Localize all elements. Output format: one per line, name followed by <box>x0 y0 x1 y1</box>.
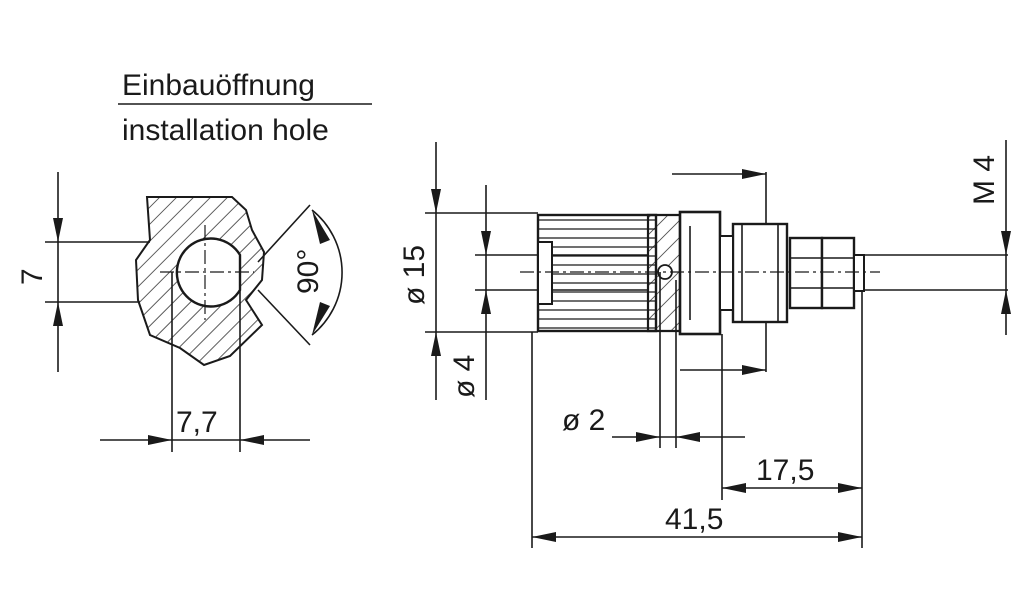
dim-7-label: 7 <box>16 268 49 285</box>
dim-41-5-arrow-right <box>838 532 862 542</box>
bushing <box>731 222 789 324</box>
dim-d15-arrow-top <box>431 189 441 213</box>
stud-end <box>853 254 865 292</box>
title-english: installation hole <box>122 114 329 147</box>
dim-7-7-arrow-right <box>240 435 264 445</box>
nut-1 <box>788 236 824 310</box>
dim-7-arrow-top <box>53 218 63 242</box>
nut-2 <box>820 236 856 310</box>
angle-leg-lower <box>257 289 311 346</box>
ref-arrow-bottom <box>742 365 766 375</box>
dim-17-5-label: 17,5 <box>756 454 814 487</box>
dim-41-5-label: 41,5 <box>665 503 723 536</box>
dim-d4-arrow-top <box>481 231 491 255</box>
dim-7-7-label: 7,7 <box>176 406 218 439</box>
angle-arrow-lower <box>312 302 330 335</box>
dim-d2-arrow-left <box>636 432 660 442</box>
angle-arrow-upper <box>312 210 330 244</box>
dim-17-5-arrow-right <box>838 483 862 493</box>
dim-41-5-arrow-left <box>532 532 556 542</box>
knurled-body <box>536 213 658 333</box>
dim-m4-label: M 4 <box>968 155 1001 205</box>
terminal-side-view: ø 15 ø 4 ø 2 M 4 17,5 <box>398 140 1011 548</box>
angle-arc <box>311 209 343 336</box>
angle-label: 90° <box>292 249 325 294</box>
dim-m4-arrow-top <box>1001 231 1011 255</box>
dim-17-5-arrow-left <box>722 483 746 493</box>
dim-d2-label: ø 2 <box>562 404 605 437</box>
title-block: Einbauöffnung installation hole <box>118 69 372 147</box>
dim-m4-arrow-bottom <box>1001 290 1011 314</box>
body-front-cap <box>537 241 553 305</box>
hole-d-shape <box>175 237 242 308</box>
dim-d4-label: ø 4 <box>448 355 481 398</box>
ref-arrow-top <box>742 169 766 179</box>
installation-hole-view: 7 7,7 90° <box>16 172 343 452</box>
dim-7-7-arrow-left <box>148 435 172 445</box>
title-german: Einbauöffnung <box>122 69 315 102</box>
dim-d4-arrow-bottom <box>481 290 491 314</box>
angle-leg-upper <box>257 204 311 263</box>
dim-d2-arrow-right <box>676 432 700 442</box>
dim-7-arrow-bottom <box>53 302 63 326</box>
bushing-neck <box>719 235 734 311</box>
dim-d15-label: ø 15 <box>398 245 431 305</box>
insulating-ring <box>678 210 722 336</box>
dim-d15-arrow-bottom <box>431 332 441 356</box>
